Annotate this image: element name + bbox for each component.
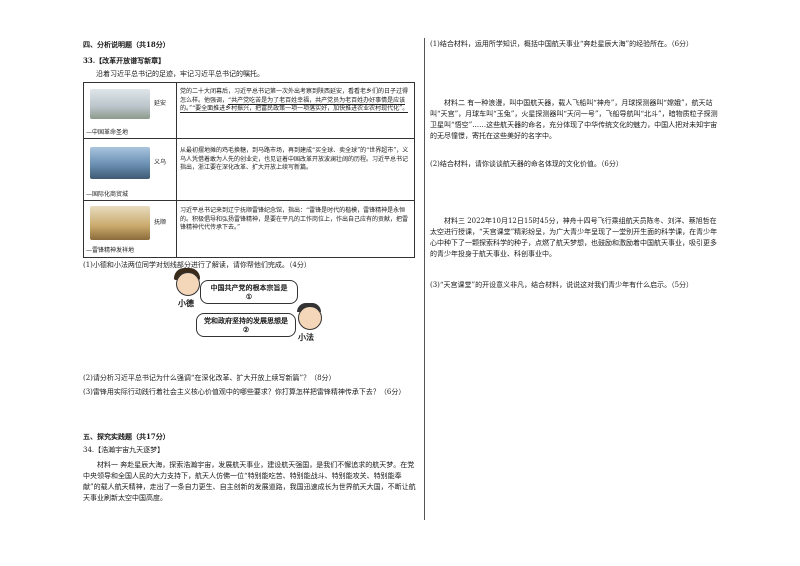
speech-bubble-2: 党和政府坚持的发展思想是 ② <box>196 313 296 337</box>
place-name: 延安 <box>154 100 167 107</box>
girl-avatar <box>176 272 200 296</box>
boy-avatar <box>298 306 322 330</box>
row-text: 从最初摆地摊的鸡毛换糖，到马路市场，再到建成“买全球、卖全球”的“世界超市”，义… <box>180 147 409 171</box>
yiwu-photo <box>90 147 150 179</box>
q33-intro: 沿着习近平总书记的足迹，牢记习近平总书记的嘱托。 <box>96 70 264 78</box>
q34-part1: (1)结合材料，运用所学知识，概括中国航天事业“奔赴星辰大海”的经验所在。（6分… <box>430 40 694 48</box>
table-row: 延安 —中国革命圣地 党的二十大闭幕后，习近平总书记第一次外出考察到陕西延安，看… <box>84 83 414 139</box>
table-image-cell: 延安 —中国革命圣地 <box>84 83 177 138</box>
q34-part2: (2)结合材料，请你谈谈航天器的命名体现的文化价值。（6分） <box>430 160 623 168</box>
column-divider <box>424 38 425 520</box>
table-row: 义乌 —国际化商贸城 从最初摆地摊的鸡毛换糖，到马路市场，再到建成“买全球、卖全… <box>84 139 414 201</box>
q33-title: 33.【改革开放谱写新章】 <box>83 56 166 65</box>
row-text: 党的二十大闭幕后，习近平总书记第一次外出考察到陕西延安，看看老乡们的日子过得怎么… <box>180 88 409 104</box>
place-caption: —雷锋精神发祥地 <box>86 247 135 254</box>
table-text-cell: 党的二十大闭幕后，习近平总书记第一次外出考察到陕西延安，看看老乡们的日子过得怎么… <box>180 88 410 114</box>
section5-title: 五、探究实践题（共17分） <box>83 432 170 441</box>
place-name: 抚顺 <box>154 219 167 226</box>
place-caption: —国际化商贸城 <box>86 191 129 198</box>
q33-part2: (2)请分析习近平总书记为什么强调“在深化改革、扩大开放上续写新篇”？（8分） <box>83 374 336 382</box>
q34-title: 34.【浩瀚宇宙九天逐梦】 <box>83 446 165 454</box>
place-name: 义乌 <box>154 159 167 166</box>
material-2: 材料二 有一种浪漫，叫中国航天器，载人飞船叫“神舟”，月球探测器叫“嫦娥”，航天… <box>430 99 718 140</box>
speech-bubble-1: 中国共产党的根本宗旨是 ① <box>200 280 298 304</box>
blank-1: ① <box>245 292 253 301</box>
material-3: 材料三 2022年10月12日15时45分，神舟十四号飞行乘组航天员陈冬、刘洋、… <box>430 217 718 258</box>
boy-name: 小法 <box>298 332 314 342</box>
q33-part1: (1)小德和小法两位同学对划线部分进行了解读，请你帮他们完成。（4分） <box>83 261 311 269</box>
place-caption: —中国革命圣地 <box>86 129 129 136</box>
table-text-cell: 从最初摆地摊的鸡毛换糖，到马路市场，再到建成“买全球、卖全球”的“世界超市”，义… <box>180 147 410 173</box>
section4-title: 四、分析说明题（共18分） <box>83 40 170 49</box>
material-1: 材料一 奔赴星辰大海，探索浩瀚宇宙，发展航天事业，建设航天强国，是我们不懈追求的… <box>83 461 416 502</box>
fushun-photo <box>90 206 150 240</box>
q34-part3: (3)“天宫课堂”的开设意义非凡，结合材料，说说这对我们青少年有什么启示。（5分… <box>430 281 694 289</box>
bubble-text: 中国共产党的根本宗旨是 <box>210 283 288 292</box>
blank-2: ② <box>242 325 250 334</box>
table-image-cell: 义乌 —国际化商贸城 <box>84 139 177 200</box>
row-text: 习近平总书记来到辽宁抚顺雷锋纪念馆，指出：“雷锋是时代的楷模，雷锋精神是永恒的。… <box>180 207 409 231</box>
q33-part3: (3)雷锋用实际行动践行着社会主义核心价值观中的哪些要求？你打算怎样把雷锋精神传… <box>83 388 406 396</box>
table-row: 抚顺 —雷锋精神发祥地 习近平总书记来到辽宁抚顺雷锋纪念馆，指出：“雷锋是时代的… <box>84 201 414 257</box>
yanan-photo <box>90 89 150 119</box>
bubble-text: 党和政府坚持的发展思想是 <box>204 316 288 325</box>
table-text-cell: 习近平总书记来到辽宁抚顺雷锋纪念馆，指出：“雷锋是时代的楷模，雷锋精神是永恒的。… <box>180 207 410 233</box>
girl-name: 小德 <box>178 298 194 308</box>
footprint-table: 延安 —中国革命圣地 党的二十大闭幕后，习近平总书记第一次外出考察到陕西延安，看… <box>83 82 415 258</box>
underlined-text: “共产党吃苦是为了老百姓幸福，共产党员为老百姓办好事情是应该的。”“要全面推进乡… <box>180 96 409 113</box>
table-image-cell: 抚顺 —雷锋精神发祥地 <box>84 201 177 257</box>
